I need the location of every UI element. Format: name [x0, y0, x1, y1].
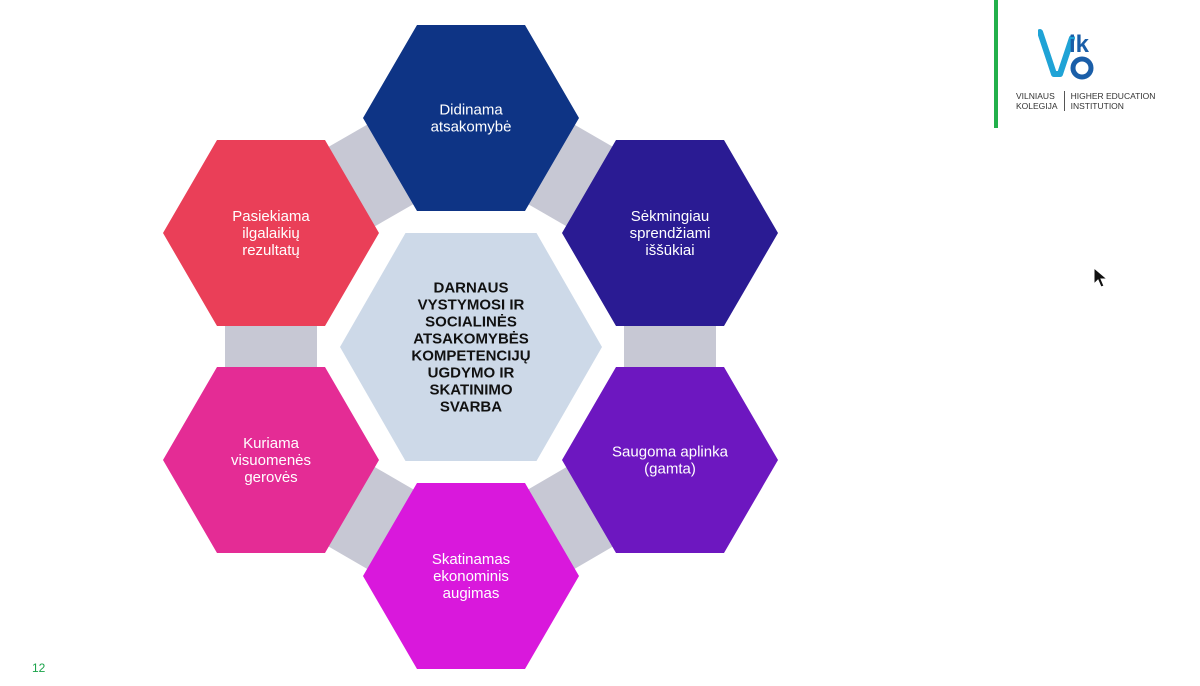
- logo-caption: VILNIAUS KOLEGIJA HIGHER EDUCATION INSTI…: [1016, 91, 1186, 111]
- center-label-line-4: ATSAKOMYBĖS: [413, 331, 529, 348]
- center-label-line-6: UGDYMO IR: [428, 365, 515, 382]
- hexagon-label-lower-left-line-3: gerovės: [244, 469, 297, 486]
- hexagon-label-upper-right-line-1: Sėkmingiau: [631, 208, 709, 225]
- hexagon-label-lower-left-line-2: visuomenės: [231, 452, 311, 469]
- hexagon-shape-lower-left: [163, 367, 379, 553]
- hexagon-shape-top: [363, 25, 579, 211]
- hexagon-label-upper-left-line-3: rezultatų: [242, 242, 300, 259]
- hexagon-label-top-line-1: Didinama: [439, 102, 503, 119]
- hexagon-lower-right: Saugoma aplinka(gamta): [562, 367, 778, 553]
- hexagon-label-lower-right-line-1: Saugoma aplinka: [612, 444, 729, 461]
- logo-separator: [1063, 91, 1065, 111]
- logo-text-institution: INSTITUTION: [1070, 101, 1124, 111]
- vilniaus-kolegija-logo: ik VILNIAUS KOLEGIJA HIGHER EDUCATION IN…: [994, 0, 1184, 128]
- logo-text-kolegija: KOLEGIJA: [1016, 101, 1058, 111]
- center-label-line-1: DARNAUS: [434, 280, 509, 297]
- hexagon-shape-bottom: [363, 483, 579, 669]
- logo-letters-ik: ik: [1069, 31, 1090, 58]
- center-hexagon-shape: [340, 233, 602, 461]
- hexagon-label-bottom-line-2: ekonominis: [433, 568, 509, 585]
- center-label-line-7: SKATINIMO: [429, 382, 512, 399]
- hexagon-label-upper-left-line-1: Pasiekiama: [232, 208, 310, 225]
- hexagon-shape-lower-right: [562, 367, 778, 553]
- mouse-pointer-icon: [1093, 267, 1109, 288]
- logo-text-vilniaus: VILNIAUS: [1016, 91, 1055, 101]
- page-number: 12: [32, 661, 46, 675]
- center-label-line-3: SOCIALINĖS: [425, 314, 517, 331]
- logo-text-higher-education: HIGHER EDUCATION: [1070, 91, 1156, 101]
- center-label-line-2: VYSTYMOSI IR: [418, 297, 525, 314]
- hexagon-label-lower-right-line-2: (gamta): [644, 461, 696, 478]
- hexagon-label-bottom-line-3: augimas: [443, 585, 500, 602]
- hexagon-label-upper-left-line-2: ilgalaikių: [242, 225, 300, 242]
- center-label-line-8: SVARBA: [440, 399, 502, 416]
- hexagon-label-upper-right-line-2: sprendžiami: [630, 225, 711, 242]
- logo-mark-icon: ik: [1038, 29, 1094, 80]
- hexagon-label-bottom-line-1: Skatinamas: [432, 551, 510, 568]
- hexagon-label-upper-right-line-3: iššūkiai: [645, 242, 694, 259]
- center-label-line-5: KOMPETENCIJŲ: [411, 348, 530, 365]
- logo-green-bar: [994, 0, 998, 128]
- hexagon-label-top-line-2: atsakomybė: [431, 119, 512, 136]
- hexagon-shape-upper-right: [562, 140, 778, 326]
- hexagon-nodes: DidinamaatsakomybėSėkmingiausprendžiamii…: [163, 25, 778, 669]
- hexagon-shape-upper-left: [163, 140, 379, 326]
- hexagon-label-lower-left-line-1: Kuriama: [243, 435, 300, 452]
